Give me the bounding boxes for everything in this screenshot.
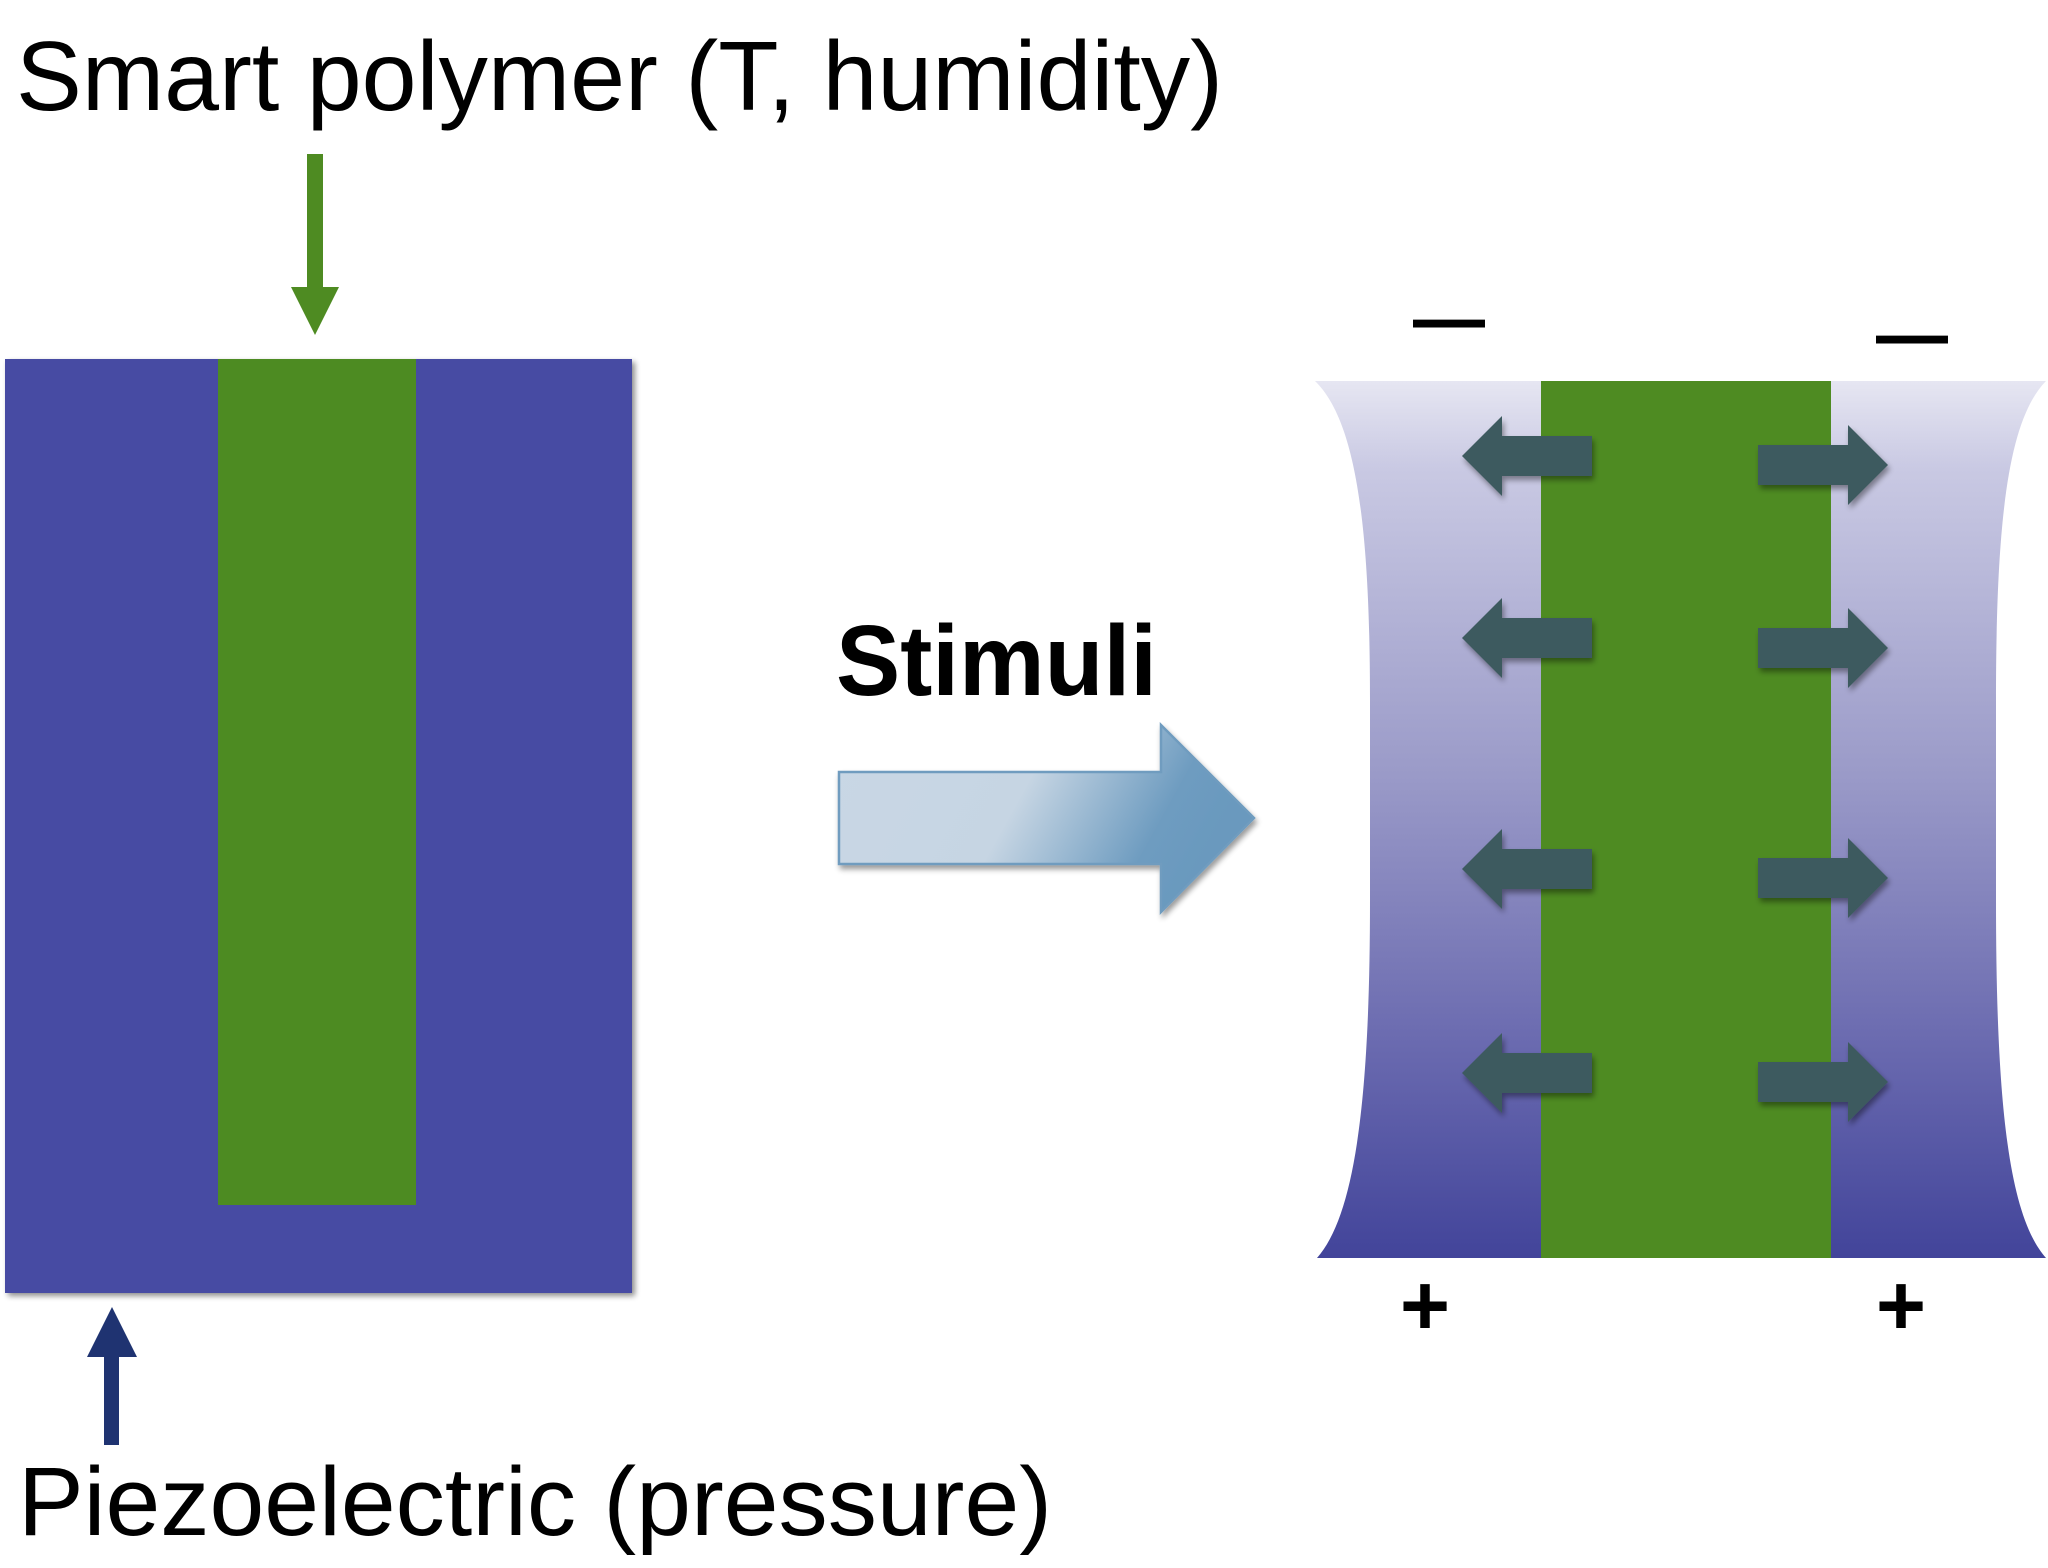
piezoelectric-label: Piezoelectric (pressure) [18,1447,1052,1556]
expansion-arrows [1462,416,1888,1122]
stimuli-arrow-icon [837,721,1256,916]
smart-polymer-layer [218,359,416,1205]
arrow-up-icon [87,1307,137,1445]
expanded-polymer-layer [1541,381,1831,1258]
arrow-left-icon [1462,829,1592,909]
arrow-left-icon [1462,598,1592,678]
stimuli-label: Stimuli [836,605,1157,717]
arrow-right-icon [1758,608,1888,688]
left-device [5,359,632,1293]
plus-sign-left: + [1400,1258,1450,1354]
minus-sign-right: — [1876,289,1948,378]
smart-polymer-label: Smart polymer (T, humidity) [16,21,1223,131]
arrow-left-icon [1462,416,1592,496]
arrow-right-icon [1758,838,1888,918]
arrow-right-icon [1758,1042,1888,1122]
right-device [1315,381,2046,1258]
arrow-right-icon [1758,425,1888,505]
minus-sign-left: — [1413,273,1485,362]
arrow-left-icon [1462,1033,1592,1113]
plus-sign-right: + [1876,1258,1926,1354]
arrow-down-icon [291,154,339,335]
